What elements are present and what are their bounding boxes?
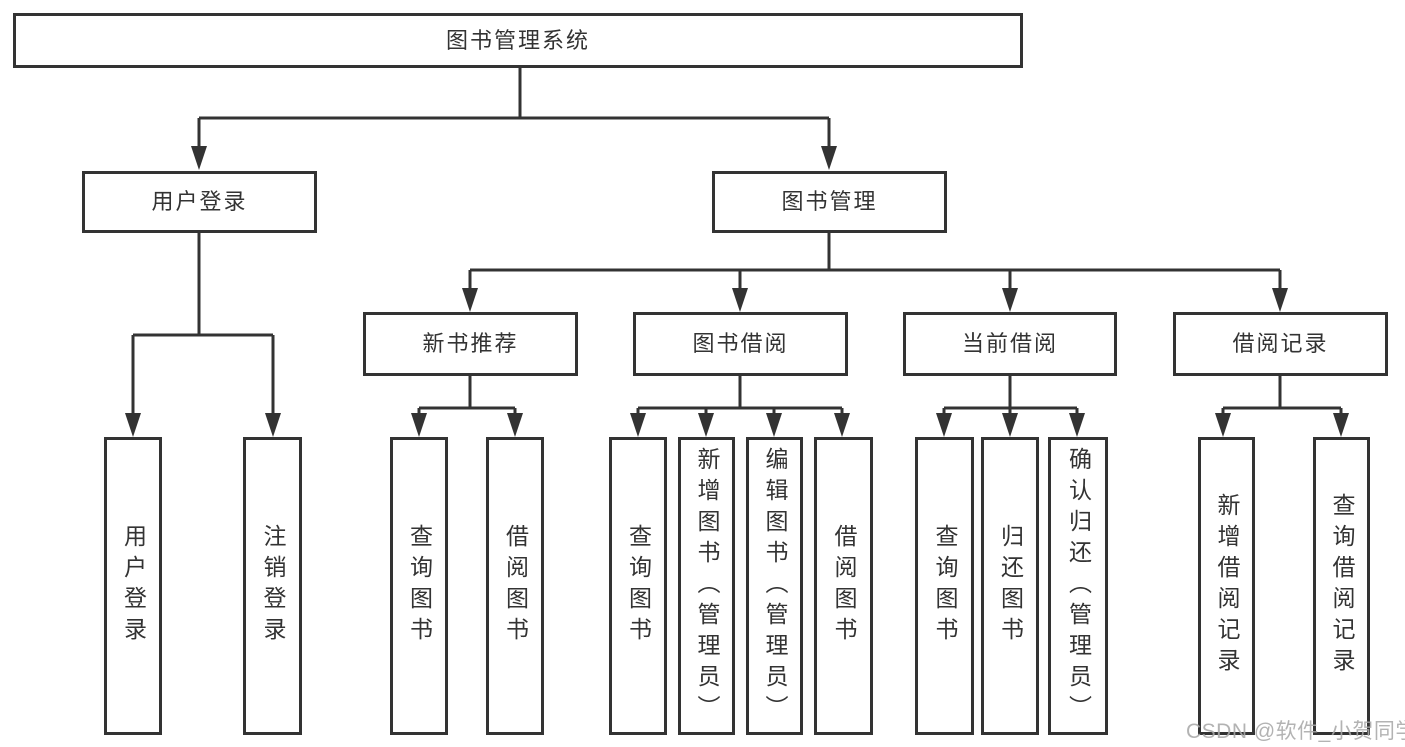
arrowhead-icon <box>821 146 837 170</box>
leaf-label: 查询图书 <box>625 524 652 648</box>
node-leaf-query-borrow-record: 查询借阅记录 <box>1313 437 1370 735</box>
arrowhead-icon <box>834 413 850 437</box>
connector-userlogin-to-leaves <box>131 233 275 417</box>
node-leaf-edit-books-admin: 编辑图书（管理员） <box>746 437 803 735</box>
arrowhead-icon <box>265 413 281 437</box>
connector-borrowrecords-to-leaves <box>1221 376 1343 417</box>
arrowhead-icon <box>1215 413 1231 437</box>
node-leaf-query-books-recommend: 查询图书 <box>390 437 448 735</box>
arrowhead-icon <box>411 413 427 437</box>
arrowhead-icon <box>1272 288 1288 312</box>
arrowhead-icon <box>698 413 714 437</box>
node-leaf-borrow-books-recommend: 借阅图书 <box>486 437 544 735</box>
leaf-label: 编辑图书（管理员） <box>762 446 788 726</box>
node-user-login: 用户登录 <box>82 171 317 233</box>
leaf-label: 注销登录 <box>260 524 286 648</box>
arrowhead-icon <box>766 413 782 437</box>
leaf-label: 查询借阅记录 <box>1329 493 1355 679</box>
node-book-management: 图书管理 <box>712 171 947 233</box>
connector-root-to-level2 <box>197 68 831 150</box>
arrowhead-icon <box>507 413 523 437</box>
leaf-label: 查询图书 <box>406 524 433 648</box>
arrowhead-icon <box>1002 413 1018 437</box>
connector-newbook-to-leaves <box>417 376 517 417</box>
connector-bookborrow-to-leaves <box>636 376 844 417</box>
arrowhead-icon <box>191 146 207 170</box>
leaf-label: 归还图书 <box>997 524 1024 648</box>
node-leaf-borrow-books: 借阅图书 <box>814 437 873 735</box>
node-leaf-return-books: 归还图书 <box>981 437 1039 735</box>
leaf-label: 确认归还（管理员） <box>1065 446 1092 726</box>
leaf-label: 借阅图书 <box>831 524 857 648</box>
csdn-watermark: CSDN @软件_小贺同学 <box>1186 720 1405 743</box>
arrowhead-icon <box>462 288 478 312</box>
arrowhead-icon <box>936 413 952 437</box>
arrowhead-icon <box>125 413 141 437</box>
connector-currentborrow-to-leaves <box>942 376 1079 417</box>
node-current-borrow: 当前借阅 <box>903 312 1117 376</box>
arrowhead-icon <box>630 413 646 437</box>
arrowhead-icon <box>1069 413 1085 437</box>
leaf-label: 新增图书（管理员） <box>694 446 720 726</box>
leaf-label: 借阅图书 <box>502 524 529 648</box>
node-leaf-add-books-admin: 新增图书（管理员） <box>678 437 735 735</box>
arrowheads <box>125 146 1349 437</box>
leaf-label: 用户登录 <box>120 524 147 648</box>
node-leaf-user-login: 用户登录 <box>104 437 162 735</box>
node-library-system: 图书管理系统 <box>13 13 1023 68</box>
node-new-book-recommend: 新书推荐 <box>363 312 578 376</box>
leaf-label: 查询图书 <box>932 524 958 648</box>
node-leaf-confirm-return-admin: 确认归还（管理员） <box>1048 437 1108 735</box>
node-leaf-logout: 注销登录 <box>243 437 302 735</box>
node-leaf-add-borrow-record: 新增借阅记录 <box>1198 437 1255 735</box>
node-leaf-query-books-current: 查询图书 <box>915 437 974 735</box>
leaf-label: 新增借阅记录 <box>1214 493 1240 679</box>
arrowhead-icon <box>1333 413 1349 437</box>
node-book-borrow: 图书借阅 <box>633 312 848 376</box>
node-leaf-query-books-borrow: 查询图书 <box>609 437 667 735</box>
node-borrow-records: 借阅记录 <box>1173 312 1388 376</box>
arrowhead-icon <box>732 288 748 312</box>
arrowhead-icon <box>1002 288 1018 312</box>
connector-bookmgmt-to-level3 <box>468 233 1282 292</box>
